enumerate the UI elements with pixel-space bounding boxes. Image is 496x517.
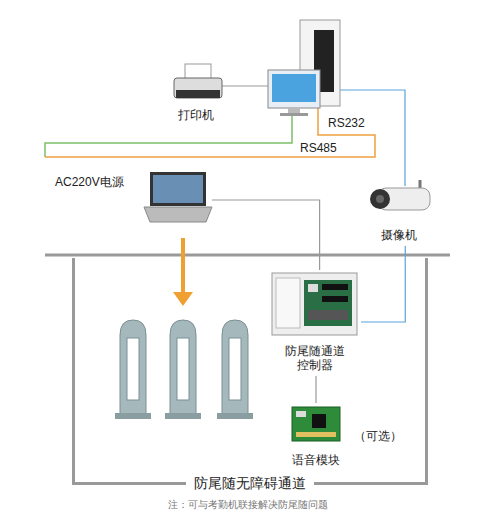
signal-name: RS232 — [328, 116, 365, 130]
device-label-box: 摄像机 — [360, 178, 438, 246]
connector-wire — [315, 376, 316, 403]
device-label: 防尾随通道 控制器 — [279, 344, 351, 372]
device-label-box: AC220V电源 — [50, 170, 212, 225]
connector-wire — [212, 200, 320, 270]
caption-note: 注：可与考勤机联接解决防尾随问题 — [0, 499, 496, 511]
device-label: AC220V电源 — [55, 175, 150, 189]
controller-box: 防尾随通道 控制器 — [269, 270, 361, 376]
device-label: 语音模块 — [286, 453, 346, 467]
rs485-wire — [45, 108, 292, 157]
printer-wire — [222, 86, 270, 87]
device-label: 摄像机 — [360, 228, 438, 242]
laptop-icon — [144, 172, 212, 222]
area-title: 防尾随无障碍通道 — [186, 475, 314, 491]
voice-module-box: 语音模块 （可选） — [286, 403, 406, 471]
rs232-wire — [45, 108, 375, 157]
device-label: （可选） — [350, 429, 406, 443]
channel-area: 防尾随无障碍通道防尾随通道 控制器语音模块（可选） — [72, 258, 428, 485]
device-label: 打印机 — [168, 108, 224, 122]
printer-icon — [174, 64, 222, 98]
voice-module-icon — [292, 407, 340, 441]
signal-name: RS485 — [300, 141, 337, 155]
video-wire — [338, 90, 405, 186]
computer-icon — [268, 20, 340, 116]
flow-arrow — [173, 238, 193, 306]
device-label-box: 打印机 — [168, 62, 224, 124]
gate-antenna — [165, 320, 201, 419]
camera-icon — [370, 180, 430, 210]
gate-antenna — [115, 320, 151, 419]
gate-antenna — [217, 320, 253, 419]
controller-icon — [272, 273, 357, 335]
floor-line — [45, 254, 450, 257]
